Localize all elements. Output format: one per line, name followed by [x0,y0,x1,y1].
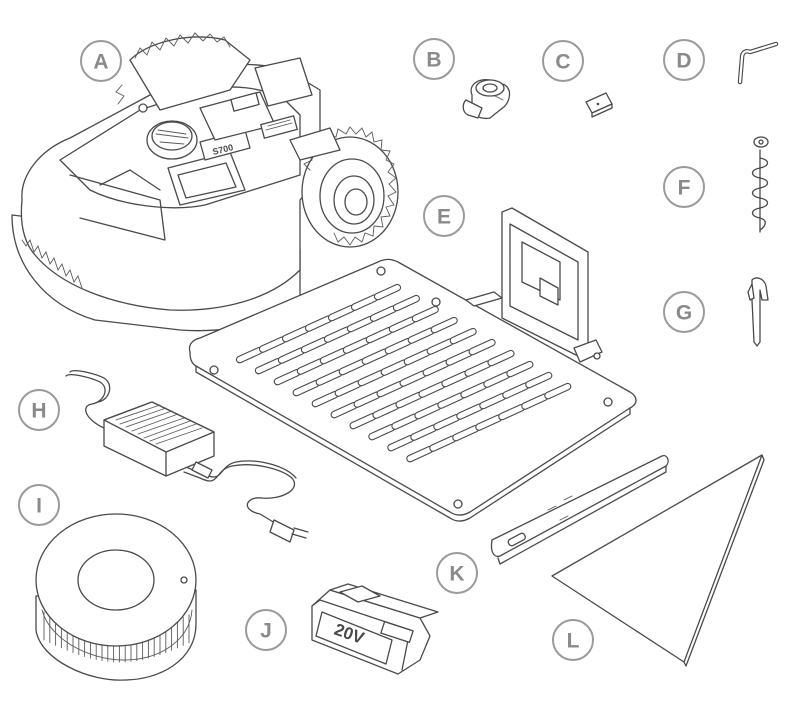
svg-text:B: B [426,49,441,72]
label-h: H [19,390,59,430]
blade-illustration [586,93,612,117]
label-g: G [664,292,704,332]
svg-text:I: I [36,495,42,518]
label-f: F [664,167,704,207]
label-b: B [414,39,454,79]
svg-text:G: G [676,302,692,325]
svg-text:F: F [678,177,691,200]
battery-illustration: 20V [312,584,438,674]
label-a: A [81,41,121,81]
svg-text:J: J [260,620,272,643]
label-e: E [424,196,464,236]
hex-key-illustration [740,44,776,82]
svg-text:A: A [93,51,108,74]
label-i: I [19,485,59,525]
wire-spool-illustration [36,514,196,680]
wire-peg-illustration [748,278,768,346]
label-j: J [246,610,286,650]
svg-text:E: E [437,206,451,229]
svg-text:K: K [449,563,464,586]
svg-text:C: C [555,51,570,74]
svg-text:H: H [31,400,46,423]
label-c: C [543,41,583,81]
svg-text:L: L [567,630,580,653]
label-k: K [437,553,477,593]
label-d: D [664,40,704,80]
wire-connector-illustration [463,80,509,119]
svg-text:D: D [676,50,691,73]
label-l: L [553,620,593,660]
screw-peg-illustration [753,137,769,232]
